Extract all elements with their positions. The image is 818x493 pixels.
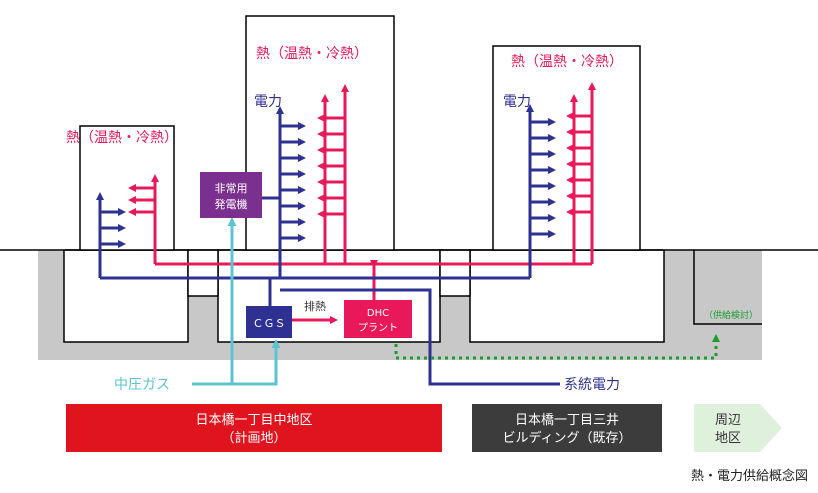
heat-label-right: 熱（温熱・冷熱）: [511, 54, 623, 70]
diagram-caption: 熱・電力供給概念図: [691, 468, 808, 484]
emergency-generator-label-1: 非常用: [215, 182, 248, 195]
district-surrounding-banner: [694, 404, 782, 452]
dhc-plant-box: [344, 300, 412, 338]
district-surrounding-line1: 周辺: [715, 413, 741, 428]
gas-network: [192, 217, 281, 386]
exhaust-heat-label: 排熱: [304, 299, 326, 313]
power-label-right: 電力: [503, 94, 531, 110]
grid-power-label: 系統電力: [564, 377, 620, 393]
supply-study-line: [394, 334, 720, 360]
emergency-generator-box: [200, 172, 262, 218]
medium-pressure-gas-label: 中圧ガス: [114, 377, 170, 393]
power-branch-arrows: [118, 118, 556, 248]
power-label-center: 電力: [254, 94, 282, 110]
district-existing-banner: [472, 404, 662, 452]
district-plan-banner: [66, 404, 442, 452]
buildings: [79, 15, 641, 251]
heat-label-center: 熱（温熱・冷熱）: [256, 46, 368, 62]
supply-study-label: （供給検討）: [704, 309, 758, 321]
cgs-box: [246, 306, 292, 338]
cgs-label: ＣＧＳ: [253, 317, 286, 330]
dhc-label-2: プラント: [358, 322, 398, 334]
emergency-generator-label-2: 発電機: [215, 197, 248, 211]
dhc-label-1: DHC: [367, 308, 389, 319]
power-network: [96, 104, 560, 386]
district-surrounding-line2: 地区: [715, 431, 741, 446]
district-plan-line2: （計画地）: [221, 430, 286, 446]
heat-branch-arrows: [128, 112, 574, 218]
district-plan-line1: 日本橋一丁目中地区: [195, 413, 312, 428]
district-existing-line1: 日本橋一丁目三井: [515, 413, 619, 428]
district-existing-line2: ビルディング（既存）: [502, 430, 631, 446]
heat-label-left: 熱（温熱・冷熱）: [66, 130, 178, 146]
